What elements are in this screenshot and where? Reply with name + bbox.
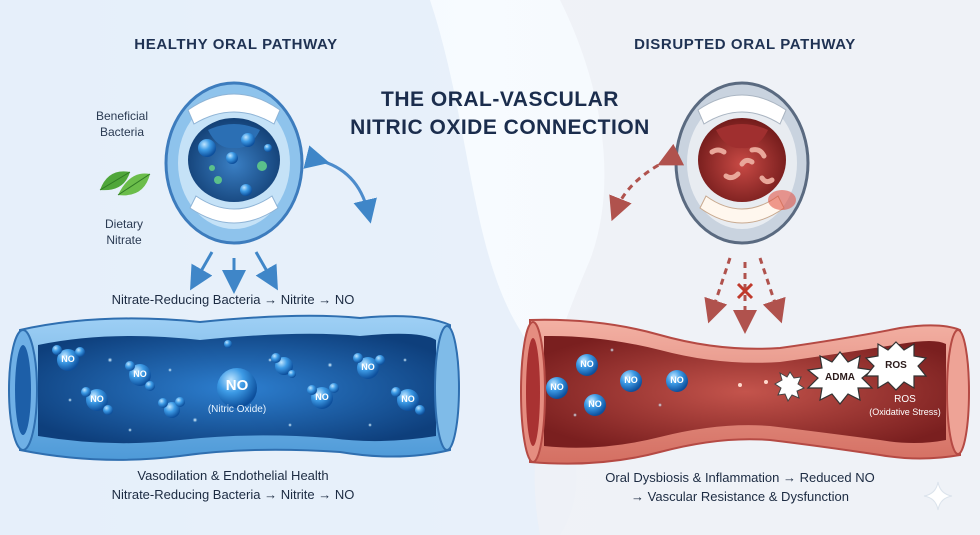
center-no-molecule: NO (225, 377, 249, 394)
healthy-no-molecule: NO (133, 369, 147, 379)
ros-caption-line2: (Oxidative Stress) (869, 407, 941, 417)
beneficial-line2: Bacteria (99, 125, 145, 139)
dietary-nitrate-label: Dietary Nitrate (84, 216, 164, 248)
disrupted-bottom-line2: → Vascular Resistance & Dysfunction (631, 489, 849, 504)
main-title-line1: THE ORAL-VASCULAR (381, 88, 619, 111)
main-title: THE ORAL-VASCULAR NITRIC OXIDE CONNECTIO… (350, 86, 650, 142)
disrupted-blood-vessel-icon (520, 318, 970, 465)
disrupted-no-molecule: NO (670, 375, 684, 385)
disrupted-bottom-caption: Oral Dysbiosis & Inflammation → Reduced … (560, 468, 920, 506)
disrupted-no-molecule: NO (580, 359, 594, 369)
disrupted-bottom-line1: Oral Dysbiosis & Inflammation → Reduced … (605, 470, 875, 485)
ros-caption-line1: ROS (894, 394, 916, 405)
healthy-no-molecule: NO (401, 394, 415, 404)
leaf-icon (99, 171, 151, 196)
main-title-line2: NITRIC OXIDE CONNECTION (350, 116, 650, 139)
disrupted-no-molecule: NO (588, 399, 602, 409)
disrupted-no-molecule: NO (624, 375, 638, 385)
sparkle-icon (923, 481, 953, 511)
healthy-bottom-caption: Vasodilation & Endothelial Health Nitrat… (60, 466, 406, 504)
beneficial-line1: Beneficial (95, 109, 149, 123)
nitric-oxide-caption: (Nitric Oxide) (207, 404, 267, 415)
healthy-pathway-caption: Nitrate-Reducing Bacteria → Nitrite → NO (111, 292, 355, 307)
cross-arrow-icon (303, 145, 377, 224)
healthy-no-molecule: NO (361, 362, 375, 372)
healthy-bottom-line2: Nitrate-Reducing Bacteria → Nitrite → NO (111, 487, 355, 502)
healthy-mouth-icon (164, 81, 304, 245)
disrupted-heading: DISRUPTED ORAL PATHWAY (634, 36, 856, 53)
beneficial-bacteria-label: Beneficial Bacteria (82, 108, 162, 140)
healthy-no-molecule: NO (61, 354, 75, 364)
block-x-icon (736, 282, 754, 300)
disrupted-mouth-icon (674, 81, 810, 245)
healthy-bottom-line1: Vasodilation & Endothelial Health (137, 468, 329, 483)
healthy-no-molecule: NO (315, 392, 329, 402)
ros-caption: ROS (Oxidative Stress) (860, 394, 950, 418)
disrupted-no-molecule: NO (550, 382, 564, 392)
disrupted-arrow-icon (609, 143, 786, 334)
healthy-arrow-icon (190, 251, 278, 294)
adma-label: ADMA (825, 372, 855, 383)
ros-star-label: ROS (885, 360, 907, 371)
dietary-line2: Nitrate (106, 233, 142, 247)
healthy-blood-vessel-icon (8, 314, 460, 461)
dietary-line1: Dietary (104, 217, 143, 231)
healthy-heading: HEALTHY ORAL PATHWAY (134, 36, 338, 53)
healthy-no-molecule: NO (90, 394, 104, 404)
